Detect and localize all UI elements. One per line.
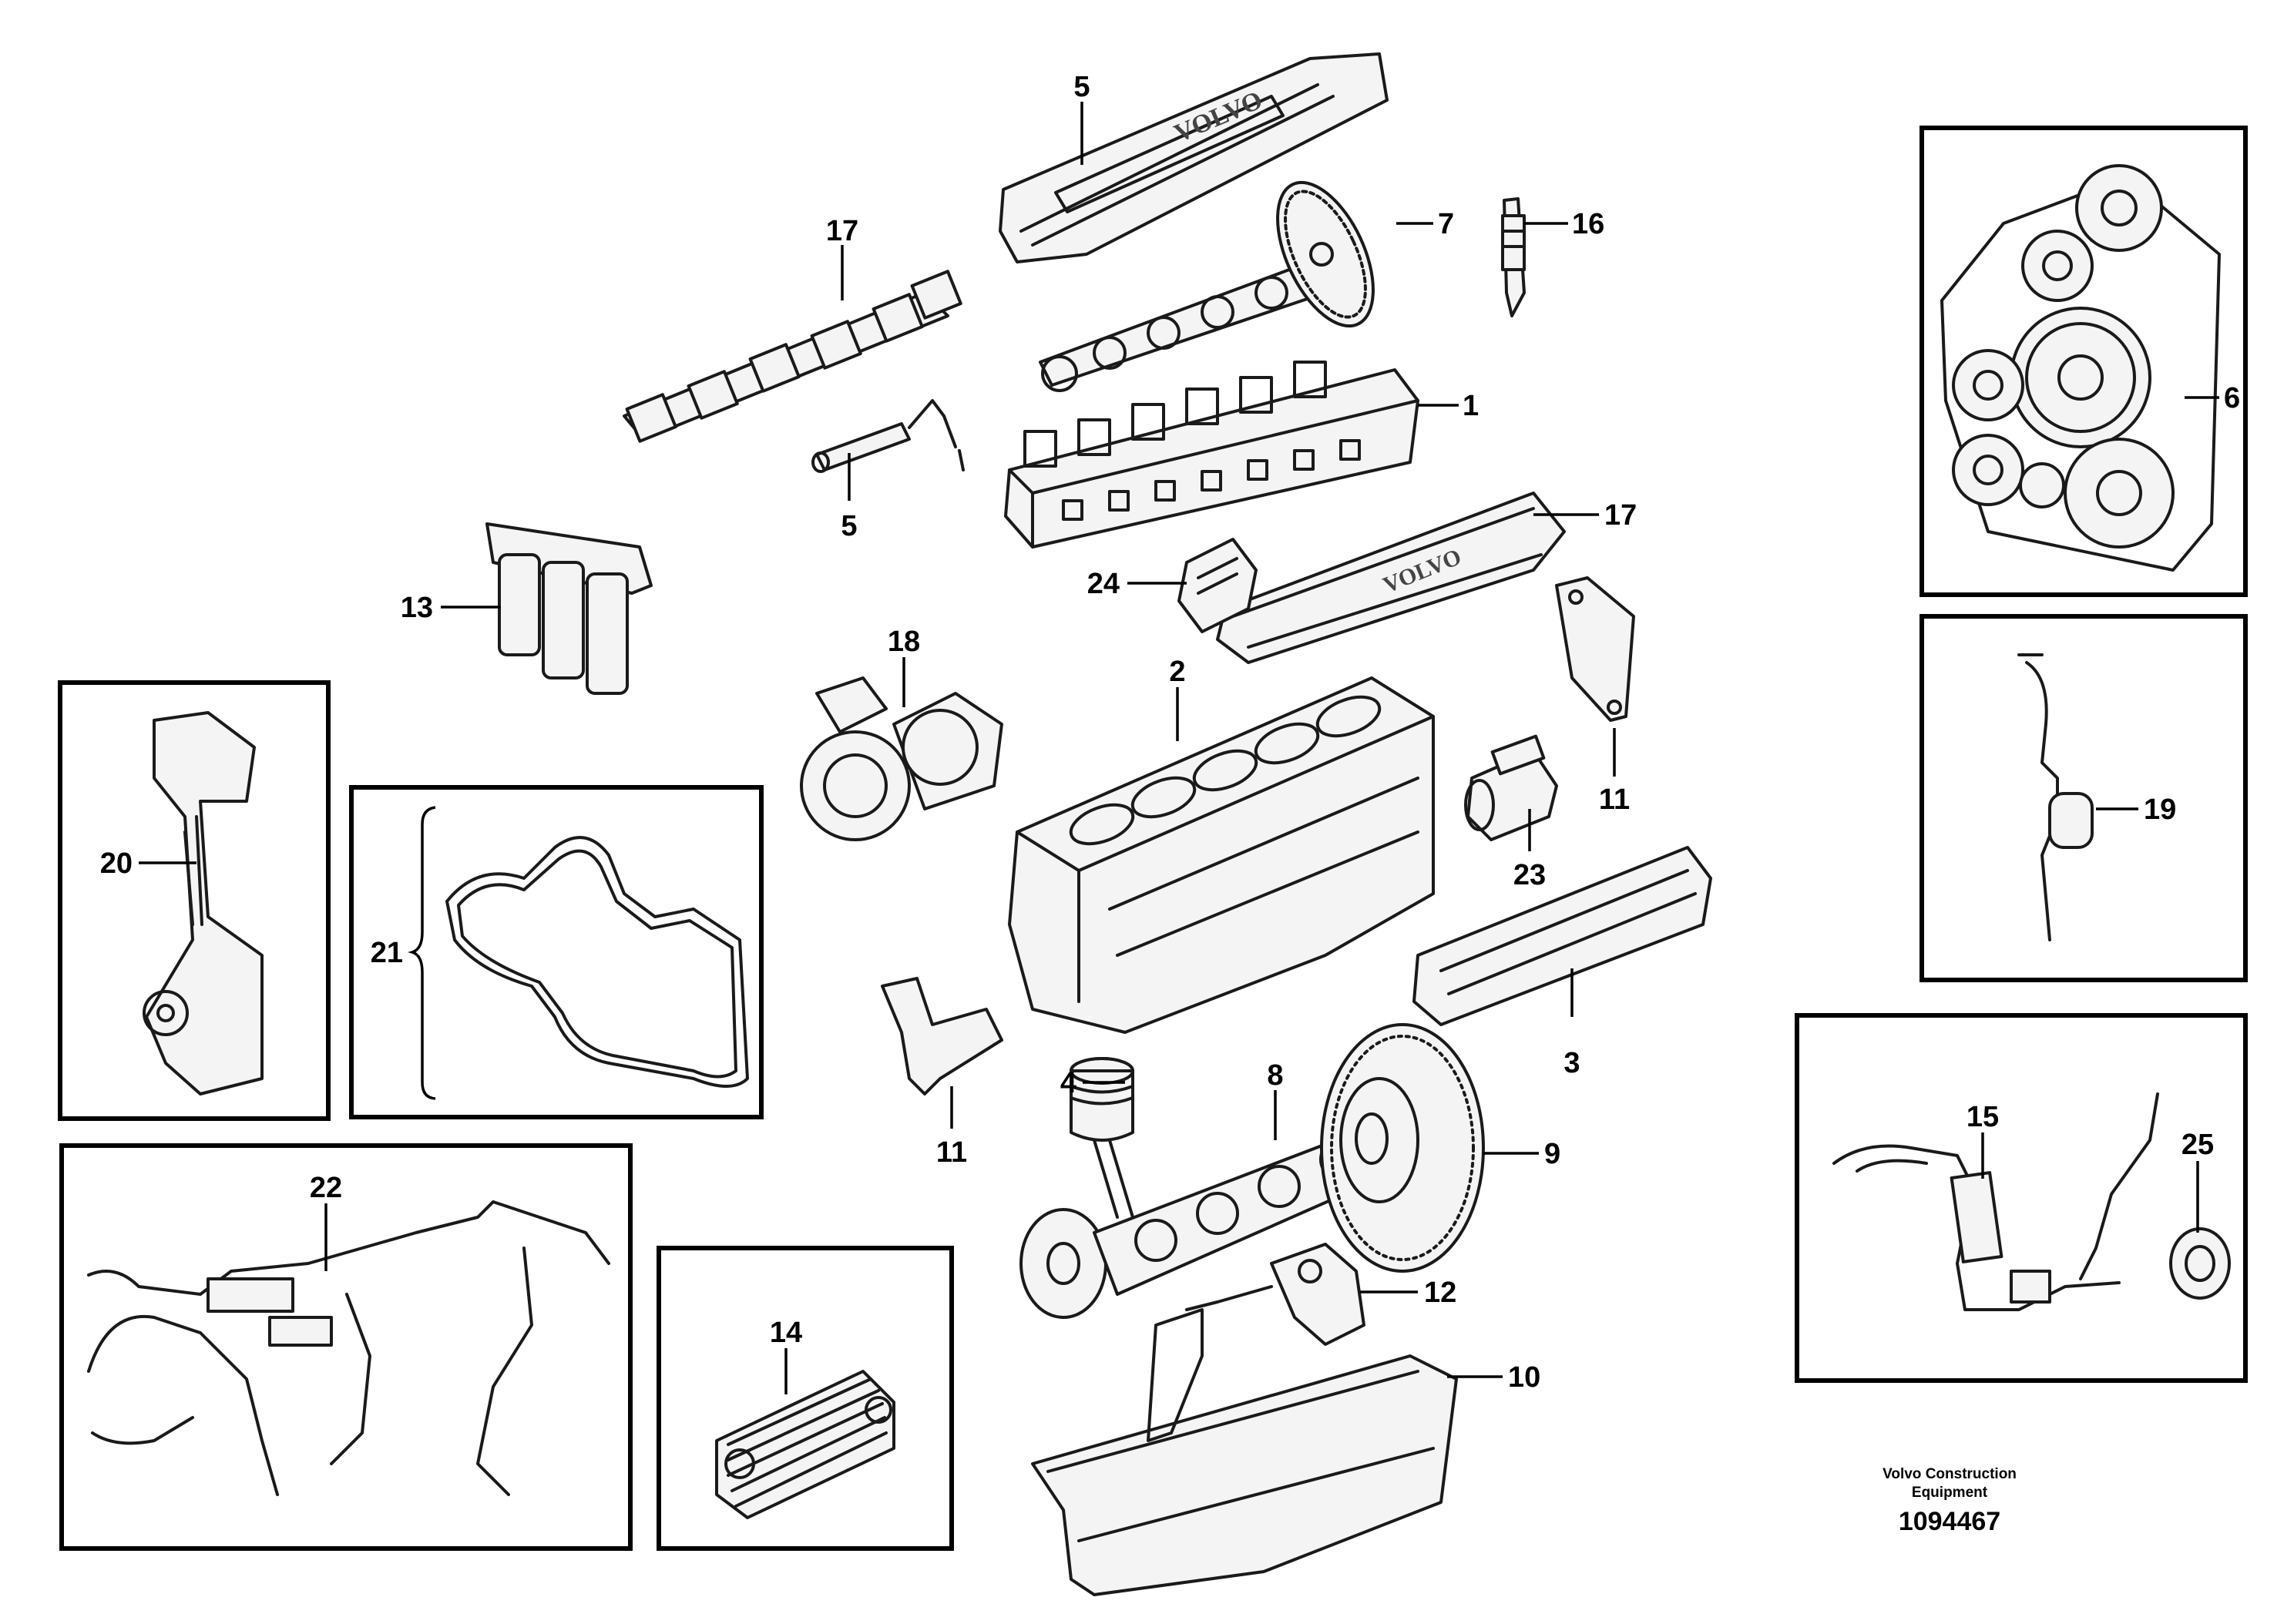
callout-connecting-rod: 8 (1267, 1059, 1283, 1092)
oil-cooler-drawing (715, 1370, 895, 1519)
cylinder-head-drawing (1004, 361, 1419, 549)
callout-oil-cooler: 14 (770, 1317, 802, 1349)
exhaust-manifold-top-drawing (623, 270, 962, 443)
side-cover-drawing (1412, 846, 1712, 1026)
inset-frame-water-pump (58, 680, 331, 1121)
callout-bracket-right: 11 (1599, 783, 1630, 816)
leader-lines (139, 102, 2219, 1394)
fuel-filter-drawing (485, 522, 653, 695)
callout-side-cover: 3 (1563, 1047, 1580, 1079)
oil-pan-drawing (1031, 1308, 1458, 1596)
drive-belt-drawing (408, 806, 749, 1100)
callout-oil-pump: 12 (1424, 1277, 1456, 1309)
callout-sensor: 25 (2181, 1129, 2214, 1161)
valve-cover-drawing: VOLVO (999, 52, 1389, 263)
inset-frame-timing-gears (1920, 126, 2248, 597)
thermostat-housing-drawing (1177, 538, 1258, 633)
intake-manifold-drawing: VOLVO (1216, 492, 1566, 664)
engine-harness-drawing (87, 1200, 610, 1496)
footer-company-line1: Volvo Construction (1883, 1466, 2017, 1482)
sensor-harness-drawing (1832, 1092, 2231, 1311)
footer-doc-number: 1094467 (1898, 1507, 2001, 1536)
footer-company-line2: Equipment (1911, 1485, 1988, 1501)
inset-frame-oil-cooler (657, 1246, 954, 1551)
inset-frame-dipstick (1920, 614, 2248, 982)
water-pump-drawing (143, 711, 264, 1096)
bracket-right-drawing (1555, 576, 1635, 722)
callout-cylinder-block: 2 (1169, 656, 1185, 688)
rocker-shaft-drawing (811, 399, 965, 473)
callout-dipstick: 19 (2144, 794, 2176, 826)
callout-numbers: 5 7 16 17 1 5 6 17 13 24 18 2 11 23 19 2… (100, 71, 2240, 1394)
crankshaft-drawing (1019, 1131, 1381, 1319)
callout-sensor-harness: 15 (1967, 1101, 1999, 1133)
footer-company: Volvo Construction Equipment (1795, 1465, 2104, 1502)
callout-drive-belt: 21 (371, 937, 403, 969)
callout-camshaft-gear: 7 (1438, 208, 1454, 240)
turbocharger-drawing (800, 676, 1003, 841)
cylinder-block-drawing (1008, 676, 1435, 1034)
timing-gears-drawing (1940, 164, 2221, 572)
callout-fuel-filter: 13 (401, 592, 433, 624)
piston-drawing (1070, 1057, 1134, 1142)
bracket-left-drawing (881, 977, 1003, 1096)
inset-frame-drive-belt (349, 785, 764, 1119)
callout-injector: 16 (1572, 208, 1604, 240)
callout-intake-manifold: 17 (1604, 499, 1637, 532)
callout-bracket-left: 11 (936, 1136, 967, 1169)
inset-frame-sensor-harness (1795, 1013, 2248, 1383)
callout-engine-harness: 22 (310, 1172, 342, 1204)
callout-exhaust-manifold: 17 (826, 215, 858, 247)
oil-pump-drawing (1185, 1243, 1365, 1346)
callout-rocker-shaft: 5 (841, 510, 857, 542)
callout-oil-pan: 10 (1508, 1361, 1540, 1394)
callout-valve-cover: 5 (1073, 71, 1090, 103)
callout-turbocharger: 18 (888, 626, 920, 658)
callout-piston: 4 (1060, 1067, 1076, 1099)
callout-flywheel: 9 (1544, 1138, 1560, 1170)
callout-starter-motor: 23 (1513, 859, 1546, 891)
callout-cylinder-head: 1 (1463, 390, 1479, 422)
camshaft-drawing (1039, 180, 1375, 392)
flywheel-drawing (1320, 1023, 1485, 1273)
injector-drawing (1501, 197, 1526, 317)
starter-motor-drawing (1464, 734, 1558, 841)
callout-timing-gears: 6 (2224, 382, 2240, 414)
dipstick-drawing (2017, 653, 2094, 941)
inset-frame-engine-harness (59, 1143, 633, 1551)
callout-thermostat-housing: 24 (1087, 568, 1120, 600)
callout-water-pump: 20 (100, 847, 133, 880)
